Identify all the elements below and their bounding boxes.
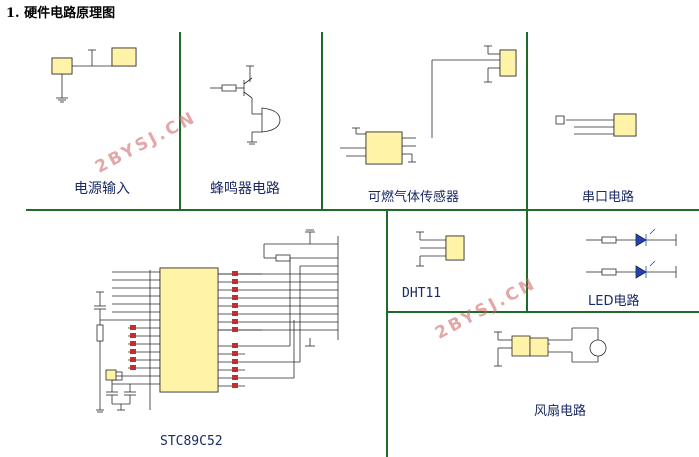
section-dividers: [26, 32, 699, 457]
led-circuit: [586, 234, 677, 278]
section-title-gas: 可燃气体传感器: [368, 190, 460, 205]
section-title-serial: 串口电路: [582, 190, 635, 205]
section-title-buzzer: 蜂鸣器电路: [210, 181, 280, 197]
buzzer-circuit: [210, 65, 281, 145]
section-title-dht: DHT11: [402, 286, 442, 301]
section-title-mcu: STC89C52: [160, 434, 223, 449]
section-title-fan: 风扇电路: [534, 404, 587, 419]
mcu-pin-markers: [130, 271, 238, 388]
section-title-led: LED电路: [588, 294, 640, 309]
page-title: 1. 硬件电路原理图: [6, 6, 116, 21]
component-bodies: [51, 47, 656, 393]
fan-circuit: [494, 327, 607, 367]
section-title-power: 电源输入: [74, 181, 130, 197]
